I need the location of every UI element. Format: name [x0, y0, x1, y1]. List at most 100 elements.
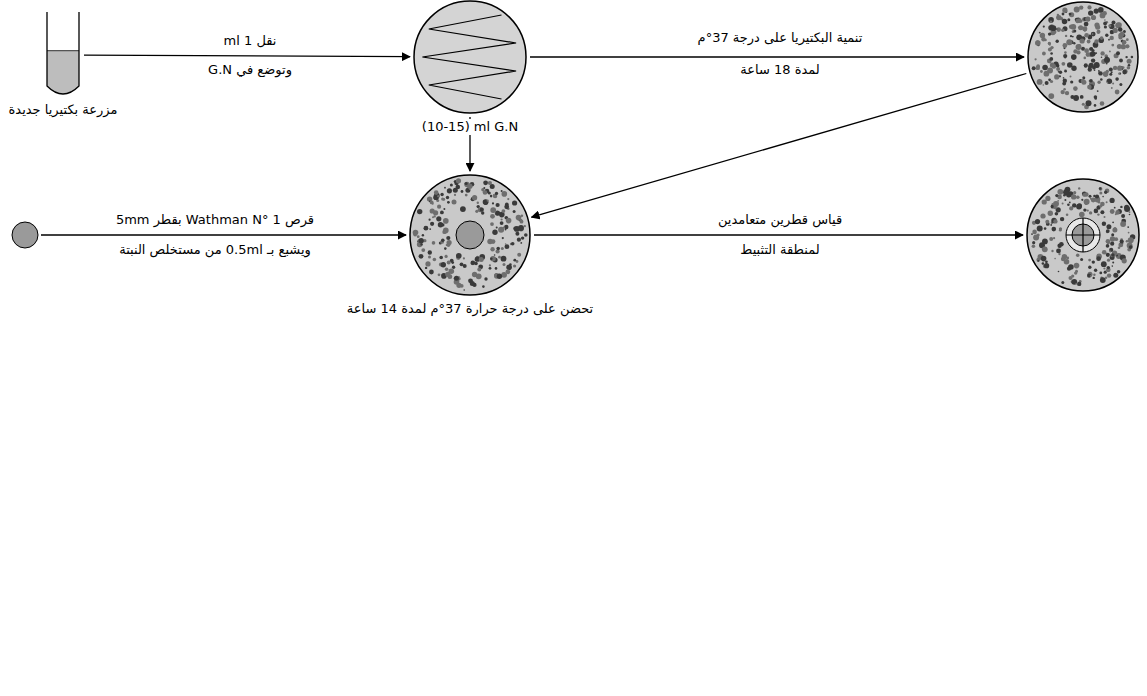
bacteria-colony [1072, 36, 1074, 38]
bacteria-colony [1115, 213, 1117, 215]
diameter-line [1082, 218, 1083, 252]
bacteria-colony [433, 195, 439, 201]
bacteria-colony [463, 264, 467, 268]
bacteria-colony [1088, 65, 1091, 68]
bacteria-colony [1094, 9, 1099, 14]
bacteria-colony [1097, 30, 1100, 33]
bacteria-colony [1116, 51, 1120, 55]
bacteria-colony [1079, 5, 1083, 9]
bacteria-colony [428, 255, 431, 258]
bacteria-colony [1050, 80, 1053, 83]
bacteria-colony [1042, 262, 1045, 265]
streak-line [422, 15, 516, 99]
bacteria-colony [1081, 199, 1083, 201]
bacteria-colony [1044, 39, 1046, 41]
bacteria-colony [1087, 40, 1091, 44]
bacteria-colony [1119, 59, 1123, 63]
bacteria-colony [1083, 193, 1087, 197]
bacteria-colony [1044, 71, 1050, 77]
result-plate-drawing [1025, 177, 1141, 293]
bacteria-colony [1064, 70, 1067, 73]
bacteria-colony [1048, 17, 1054, 23]
bacteria-colony [1119, 83, 1122, 86]
arrow-label: قياس قطرين متعامدين [716, 212, 844, 228]
flow-arrow [530, 56, 1024, 57]
bacteria-colony [428, 250, 432, 254]
bacteria-colony [1118, 73, 1120, 75]
bacteria-colony [1089, 211, 1092, 214]
bacteria-colony [461, 190, 464, 193]
bacteria-colony [1042, 52, 1046, 56]
bacteria-colony [1098, 7, 1104, 13]
bacteria-plate-drawing [1026, 0, 1140, 114]
bacteria-colony [1104, 216, 1106, 218]
bacteria-colony [1035, 219, 1040, 224]
bacteria-colony [1109, 251, 1111, 253]
petri-dish [1027, 179, 1139, 291]
bacteria-colony [471, 261, 475, 265]
bacteria-colony [1031, 233, 1033, 235]
bacteria-colony [1088, 10, 1093, 15]
bacteria-colony [1122, 258, 1127, 263]
bacteria-colony [1115, 210, 1120, 215]
bacteria-colony [1090, 51, 1095, 56]
bacteria-colony [1120, 221, 1126, 227]
bacteria-colony [484, 277, 487, 280]
bacteria-colony [452, 200, 457, 205]
bacteria-colony [490, 256, 496, 262]
bacteria-colony [501, 190, 503, 192]
bacteria-colony [517, 238, 521, 242]
bacteria-colony [1125, 56, 1127, 58]
bacteria-colony [446, 236, 450, 240]
bacteria-colony [1070, 95, 1074, 99]
bacteria-colony [1107, 78, 1113, 84]
bacteria-colony [1083, 208, 1086, 211]
bacteria-colony [1092, 260, 1095, 263]
bacteria-colony [1109, 248, 1113, 252]
bacteria-colony [1073, 42, 1075, 44]
bacteria-colony [489, 267, 492, 270]
bacteria-colony [1099, 205, 1102, 208]
bacteria-colony [1074, 7, 1080, 13]
bacteria-colony [1100, 277, 1106, 283]
bacteria-colony [1104, 271, 1107, 274]
bacteria-colony [419, 254, 424, 259]
bacteria-colony [1061, 257, 1065, 261]
bacteria-colony [1056, 27, 1061, 32]
bacteria-colony [1101, 56, 1103, 58]
bacteria-colony [456, 178, 461, 183]
bacteria-colony [1084, 64, 1088, 68]
bacteria-colony [1039, 32, 1041, 34]
bacteria-colony [1045, 220, 1049, 224]
bacteria-colony [1071, 279, 1077, 285]
bacteria-colony [490, 195, 493, 198]
bacteria-colony [454, 194, 456, 196]
bacteria-colony [1069, 202, 1071, 204]
filter-disc [456, 221, 484, 249]
bacteria-colony [1127, 66, 1131, 70]
bacteria-colony [467, 184, 472, 189]
bacteria-plate [1026, 0, 1140, 114]
bacteria-colony [1081, 80, 1086, 85]
bacteria-colony [512, 200, 517, 205]
bacteria-colony [1070, 76, 1072, 78]
bacteria-colony [480, 208, 484, 212]
bacteria-colony [1098, 71, 1102, 75]
bacteria-colony [520, 242, 522, 244]
bacteria-colony [504, 225, 508, 229]
bacteria-colony [1069, 276, 1073, 280]
bacteria-colony [1043, 26, 1045, 28]
bacteria-colony [1104, 191, 1107, 194]
bacteria-colony [440, 193, 443, 196]
bacteria-colony [1129, 211, 1131, 213]
bacteria-colony [1114, 207, 1116, 209]
bacteria-colony [1032, 244, 1036, 248]
bacteria-colony [1095, 194, 1099, 198]
bacteria-colony [1090, 275, 1092, 277]
bacteria-colony [1048, 42, 1051, 45]
bacteria-colony [443, 228, 449, 234]
bacteria-colony [1045, 81, 1049, 85]
bacteria-colony [445, 255, 448, 258]
bacteria-colony [1037, 226, 1043, 232]
bacteria-colony [1059, 229, 1062, 232]
